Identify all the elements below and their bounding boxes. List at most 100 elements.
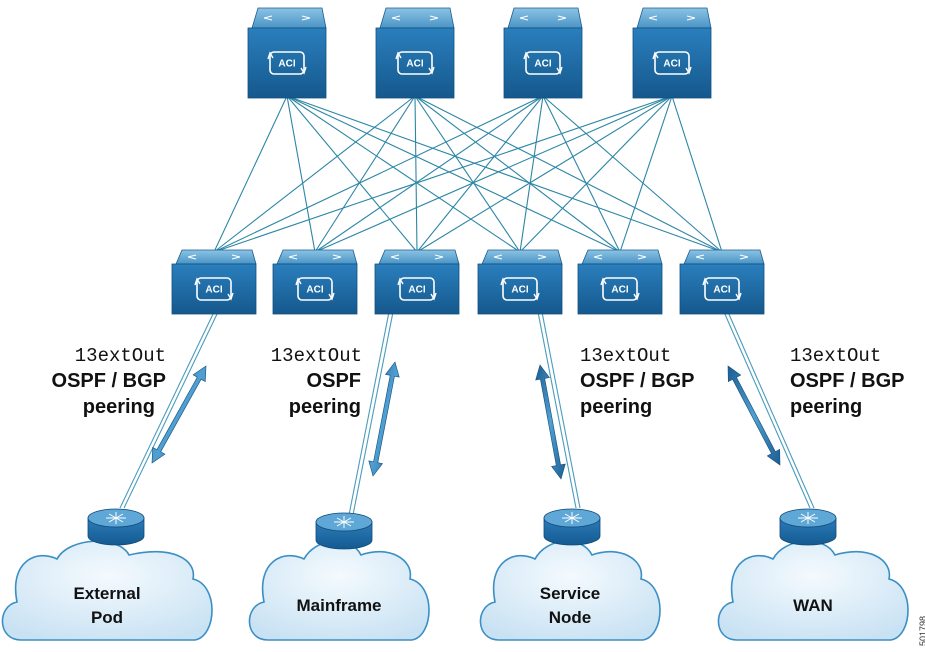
external-link — [119, 311, 215, 509]
aci-logo-icon — [397, 51, 433, 75]
aci-badge-label: ACI — [534, 59, 551, 70]
external-node-wan — [717, 508, 909, 641]
fabric-link — [671, 95, 723, 253]
aci-cycle-arrows-icon — [397, 277, 437, 301]
aci-logo-icon — [525, 51, 561, 75]
spine-switch-4: ACI — [632, 7, 712, 99]
external-node-external-pod — [1, 508, 213, 641]
aci-cycle-arrows-icon — [702, 277, 742, 301]
fabric-link — [286, 95, 723, 253]
aci-badge-label: ACI — [406, 59, 423, 70]
router-arrows-icon — [798, 512, 818, 524]
external-link — [723, 311, 811, 509]
switch-front-face — [632, 27, 712, 99]
node-name-line2: Pod — [91, 608, 123, 627]
aci-badge-label: ACI — [511, 285, 528, 296]
leaf-switch-4: ACI — [477, 249, 563, 315]
cloud-label-external-pod: External Pod — [73, 584, 140, 627]
fabric-link — [286, 95, 521, 253]
double-arrow-icon — [727, 365, 781, 466]
protocol-label: OSPF / BGP — [580, 370, 694, 392]
external-links — [119, 311, 815, 516]
peering-label: peering — [580, 396, 652, 418]
leaf-switch-1: ACI — [171, 249, 257, 315]
fabric-link — [314, 95, 416, 253]
external-link-parallel — [123, 311, 219, 509]
leaf-switch-3: ACI — [374, 249, 460, 315]
router-icon — [87, 508, 145, 546]
aci-cycle-arrows-icon — [523, 51, 563, 75]
l3out-label: 13extOut — [75, 345, 166, 367]
switch-port-arrows-icon — [263, 15, 311, 21]
node-name-line1: External — [73, 584, 140, 603]
switch-front-face — [679, 263, 765, 315]
fabric-link — [213, 95, 544, 253]
aci-logo-icon — [704, 277, 740, 301]
external-link — [348, 311, 390, 516]
aci-logo-icon — [602, 277, 638, 301]
cloud-label-mainframe: Mainframe — [296, 596, 381, 615]
connection-label-service-node: 13extOut OSPF / BGP peering — [580, 345, 694, 418]
switch-front-face — [272, 263, 358, 315]
protocol-label: OSPF — [307, 370, 361, 392]
fabric-link — [213, 95, 673, 253]
aci-badge-label: ACI — [278, 59, 295, 70]
switch-front-face — [374, 263, 460, 315]
switch-front-face — [477, 263, 563, 315]
fabric-link — [542, 95, 621, 253]
external-nodes — [1, 508, 909, 641]
fabric-link — [414, 95, 418, 253]
router-icon — [315, 512, 373, 550]
aci-logo-icon — [269, 51, 305, 75]
switch-port-arrows-icon — [519, 15, 567, 21]
switch-port-arrows-icon — [391, 15, 439, 21]
aci-badge-label: ACI — [713, 285, 730, 296]
external-node-service-node — [479, 508, 661, 641]
peering-label: peering — [790, 396, 862, 418]
aci-cycle-arrows-icon — [500, 277, 540, 301]
fabric-links — [213, 95, 723, 253]
fabric-link — [519, 95, 673, 253]
aci-cycle-arrows-icon — [652, 51, 692, 75]
cloud-icon — [717, 540, 909, 641]
router-icon — [779, 508, 837, 546]
switch-port-arrows-icon — [390, 254, 444, 260]
external-link — [537, 311, 577, 509]
connection-label-wan: 13extOut OSPF / BGP peering — [790, 345, 904, 418]
double-arrow-icon — [535, 364, 566, 480]
aci-logo-icon — [196, 277, 232, 301]
l3out-label: 13extOut — [580, 345, 671, 367]
switch-front-face — [375, 27, 455, 99]
fabric-link — [213, 95, 416, 253]
fabric-link — [416, 95, 673, 253]
external-link-parallel — [352, 311, 394, 516]
aci-logo-icon — [502, 277, 538, 301]
fabric-link — [519, 95, 544, 253]
fabric-link — [619, 95, 673, 253]
protocol-label: OSPF / BGP — [790, 370, 904, 392]
peering-arrows — [151, 361, 781, 480]
external-link-parallel — [727, 311, 815, 509]
switch-port-arrows-icon — [493, 254, 547, 260]
aci-badge-label: ACI — [205, 285, 222, 296]
fabric-link — [314, 95, 544, 253]
external-link-parallel — [541, 311, 581, 509]
switch-front-face — [577, 263, 663, 315]
external-node-mainframe — [248, 512, 430, 641]
router-arrows-icon — [106, 512, 126, 524]
cloud-icon — [248, 540, 430, 641]
aci-badge-label: ACI — [408, 285, 425, 296]
aci-cycle-arrows-icon — [395, 51, 435, 75]
aci-logo-icon — [297, 277, 333, 301]
l3out-label: 13extOut — [271, 345, 362, 367]
aci-cycle-arrows-icon — [295, 277, 335, 301]
fabric-link — [286, 95, 621, 253]
spine-switch-2: ACI — [375, 7, 455, 99]
fabric-link — [314, 95, 673, 253]
switch-top-face — [251, 7, 327, 29]
aci-cycle-arrows-icon — [267, 51, 307, 75]
fabric-link — [414, 95, 723, 253]
switch-port-arrows-icon — [187, 254, 241, 260]
